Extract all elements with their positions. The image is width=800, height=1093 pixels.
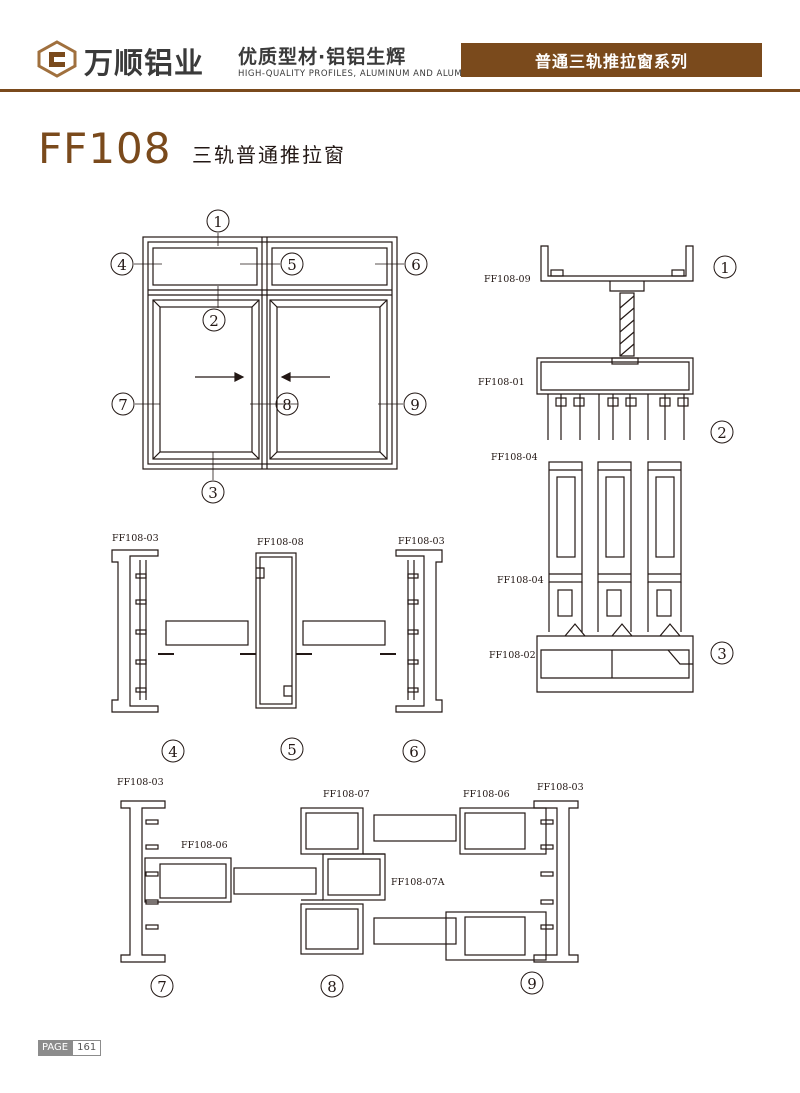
label-ff108-03-d: FF108-03 (537, 782, 584, 793)
label-ff108-08: FF108-08 (257, 537, 304, 548)
marker-4-top (110, 252, 134, 276)
marker-1-num: 1 (213, 213, 223, 231)
marker-1-top (206, 209, 230, 233)
label-ff108-06-b: FF108-06 (463, 789, 510, 800)
label-ff108-07a: FF108-07A (391, 877, 445, 888)
section-markers (110, 209, 737, 998)
page-header: 万顺铝业 优质型材·铝铝生辉 HIGH-QUALITY PROFILES, AL… (0, 0, 800, 92)
section-7-8-9 (120, 800, 579, 963)
slogan-english: HIGH-QUALITY PROFILES, ALUMINUM AND ALUM… (238, 69, 487, 79)
label-ff108-09: FF108-09 (484, 274, 531, 285)
section-4-5-6 (111, 549, 443, 713)
marker-3-right (710, 641, 734, 665)
label-ff108-03-c: FF108-03 (117, 777, 164, 788)
marker-8-top (275, 392, 299, 416)
marker-9-num-bottom: 9 (527, 975, 537, 993)
marker-8-num: 8 (282, 396, 292, 414)
label-ff108-06-a: FF108-06 (181, 840, 228, 851)
marker-8-bottom (320, 974, 344, 998)
label-ff108-03-a: FF108-03 (112, 533, 159, 544)
marker-2-top (202, 308, 226, 332)
marker-4-bottom (161, 739, 185, 763)
marker-7-bottom (150, 974, 174, 998)
marker-1-right (713, 255, 737, 279)
marker-9-num: 9 (410, 396, 420, 414)
series-title: 普通三轨推拉窗系列 (461, 43, 762, 77)
marker-7-num: 7 (118, 396, 128, 414)
model-name: 三轨普通推拉窗 (192, 143, 346, 167)
page-number-tag: PAGE 161 (38, 1040, 102, 1056)
header-divider (0, 89, 800, 92)
label-ff108-03-b: FF108-03 (398, 536, 445, 547)
marker-6-top (404, 252, 428, 276)
label-ff108-01: FF108-01 (478, 377, 525, 388)
label-ff108-04-b: FF108-04 (497, 575, 544, 586)
label-ff108-07: FF108-07 (323, 789, 370, 800)
marker-3-num-right: 3 (717, 645, 727, 663)
page-label: PAGE (38, 1040, 73, 1056)
label-ff108-04-a: FF108-04 (491, 452, 538, 463)
slogan: 优质型材·铝铝生辉 (238, 46, 407, 68)
marker-5-bottom (280, 737, 304, 761)
marker-8-num-bottom: 8 (327, 978, 337, 996)
marker-2-right (710, 420, 734, 444)
marker-5-num: 5 (287, 256, 297, 274)
model-number: FF108 (38, 124, 172, 173)
marker-numbers: 1 4 5 6 2 7 8 9 3 1 2 3 4 5 6 7 8 9 (117, 213, 730, 996)
brand-logo-icon (37, 40, 77, 78)
marker-4-num-bottom: 4 (168, 743, 178, 761)
marker-3-num: 3 (208, 484, 218, 502)
marker-5-num-bottom: 5 (287, 741, 297, 759)
marker-9-bottom (520, 971, 544, 995)
brand-name: 万顺铝业 (84, 46, 205, 80)
marker-4-num: 4 (117, 256, 127, 274)
page-number: 161 (72, 1040, 102, 1056)
marker-6-num: 6 (411, 256, 421, 274)
marker-3-top (201, 480, 225, 504)
marker-6-bottom (402, 739, 426, 763)
marker-1-num-right: 1 (720, 259, 730, 277)
marker-2-num: 2 (209, 312, 219, 330)
vertical-section (536, 245, 694, 693)
marker-7-num-bottom: 7 (157, 978, 167, 996)
marker-2-num-right: 2 (717, 424, 727, 442)
label-ff108-02: FF108-02 (489, 650, 536, 661)
part-labels: FF108-09 FF108-01 FF108-04 FF108-04 FF10… (112, 274, 584, 888)
marker-5-top (280, 252, 304, 276)
marker-6-num-bottom: 6 (409, 743, 419, 761)
marker-7-top (111, 392, 135, 416)
marker-9-top (403, 392, 427, 416)
window-elevation (134, 233, 404, 480)
